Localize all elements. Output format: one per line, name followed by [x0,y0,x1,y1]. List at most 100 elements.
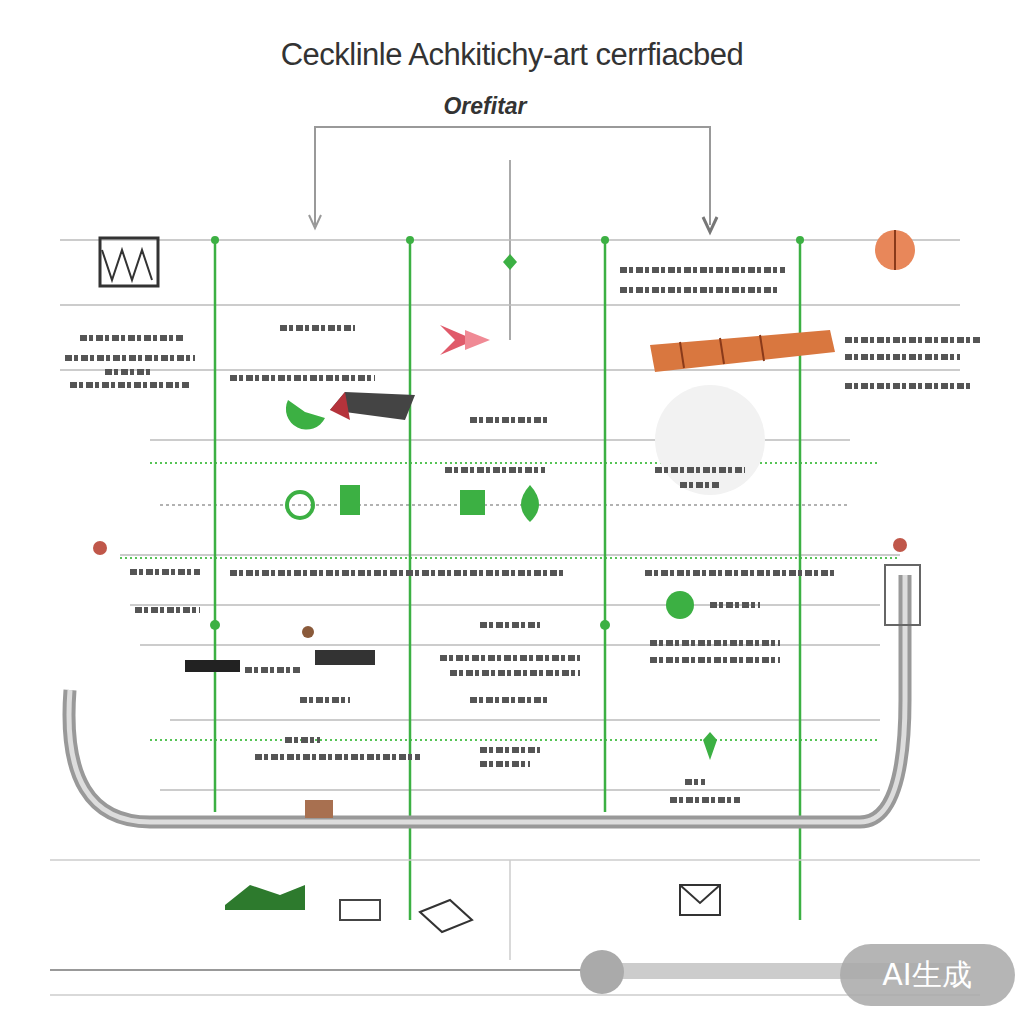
green-disc [666,591,694,619]
green-tile [460,490,485,515]
illegible-text [620,287,780,293]
pink-chevron [465,330,490,350]
red-block [330,392,350,420]
base-line [50,994,980,996]
green-marker [503,254,517,270]
bar-stripe [720,338,724,364]
watermark: AI生成 [882,955,971,996]
illegible-text [685,779,705,785]
watermark-badge [840,944,1015,1006]
illegible-text [70,382,190,388]
illegible-text-group [65,270,980,800]
orange-bar [650,330,835,372]
glow-circle [655,385,765,495]
illegible-text [680,482,720,488]
grid-line [60,239,960,241]
envelope-icon [680,885,720,915]
subtitle: Orefitar [443,93,526,120]
pipe-highlight [69,575,905,822]
illegible-text [230,570,565,576]
green-node-dot [601,236,609,244]
green-dotted-line [120,557,900,559]
center-line [509,160,511,340]
green-vertical [604,238,607,812]
illegible-text [65,355,195,361]
dark-block [330,392,415,420]
base-line [50,969,600,971]
red-dot [893,538,907,552]
pipe-end-box [885,565,920,625]
green-node-dot [600,620,610,630]
illegible-text [650,640,780,646]
illegible-text [480,747,540,753]
red-dot [93,541,107,555]
envelope-flap [680,885,720,903]
green-node-dot [211,236,219,244]
illegible-text [300,697,350,703]
grid-line [160,789,880,791]
illegible-text [620,267,785,273]
green-dotted-line [150,739,880,741]
grid-line [170,719,880,721]
illegible-text [645,570,835,576]
diagram-title: Cecklinle Achkitichy-art cerrfiacbed [281,37,744,73]
arrow-head [309,215,321,228]
green-dotted-line [150,462,880,464]
illegible-text [655,467,745,473]
illegible-text [470,697,550,703]
base-line [50,859,980,861]
tray-icon [420,900,472,932]
grid-line [160,504,850,506]
illegible-text [445,467,545,473]
illegible-text [280,325,355,331]
black-bar [185,660,240,672]
bar-stripe [680,342,684,368]
illegible-text [650,657,780,663]
grid-line [130,604,880,606]
illegible-text [450,670,580,676]
basket-weave [102,250,152,280]
base-line [509,860,511,960]
illegible-text [440,655,580,661]
disc-line [894,230,896,270]
illegible-text [245,667,300,673]
brick-icon [305,800,333,818]
illegible-text [670,797,740,803]
grid-line [60,304,960,306]
illegible-text [845,383,970,389]
illegible-text [845,337,980,343]
grid-line [120,554,900,556]
illegible-text [285,737,320,743]
green-bars-icon [225,885,305,910]
slider-knob [580,950,624,994]
illegible-text [470,417,550,423]
green-ring [287,492,313,518]
small-icon [302,626,314,638]
bracket-line [315,127,710,225]
green-tile [340,485,360,515]
illegible-text [130,569,200,575]
illegible-text [80,335,185,341]
basket-icon [100,238,158,286]
black-bar [315,650,375,665]
grid-line [60,369,960,371]
green-vertical [214,238,217,812]
illegible-text [105,369,150,375]
illegible-text [135,607,200,613]
illegible-text [255,754,420,760]
illegible-text [480,761,530,767]
illegible-text [845,354,960,360]
arrow-head [703,217,717,232]
device-icon [340,900,380,920]
illegible-text [230,375,375,381]
green-node-dot [796,236,804,244]
green-marker [703,732,717,760]
pipe [69,575,905,822]
bar-stripe [760,335,764,361]
orange-disc [875,230,915,270]
illegible-text [710,602,760,608]
green-node-dot [210,620,220,630]
green-node-dot [406,236,414,244]
